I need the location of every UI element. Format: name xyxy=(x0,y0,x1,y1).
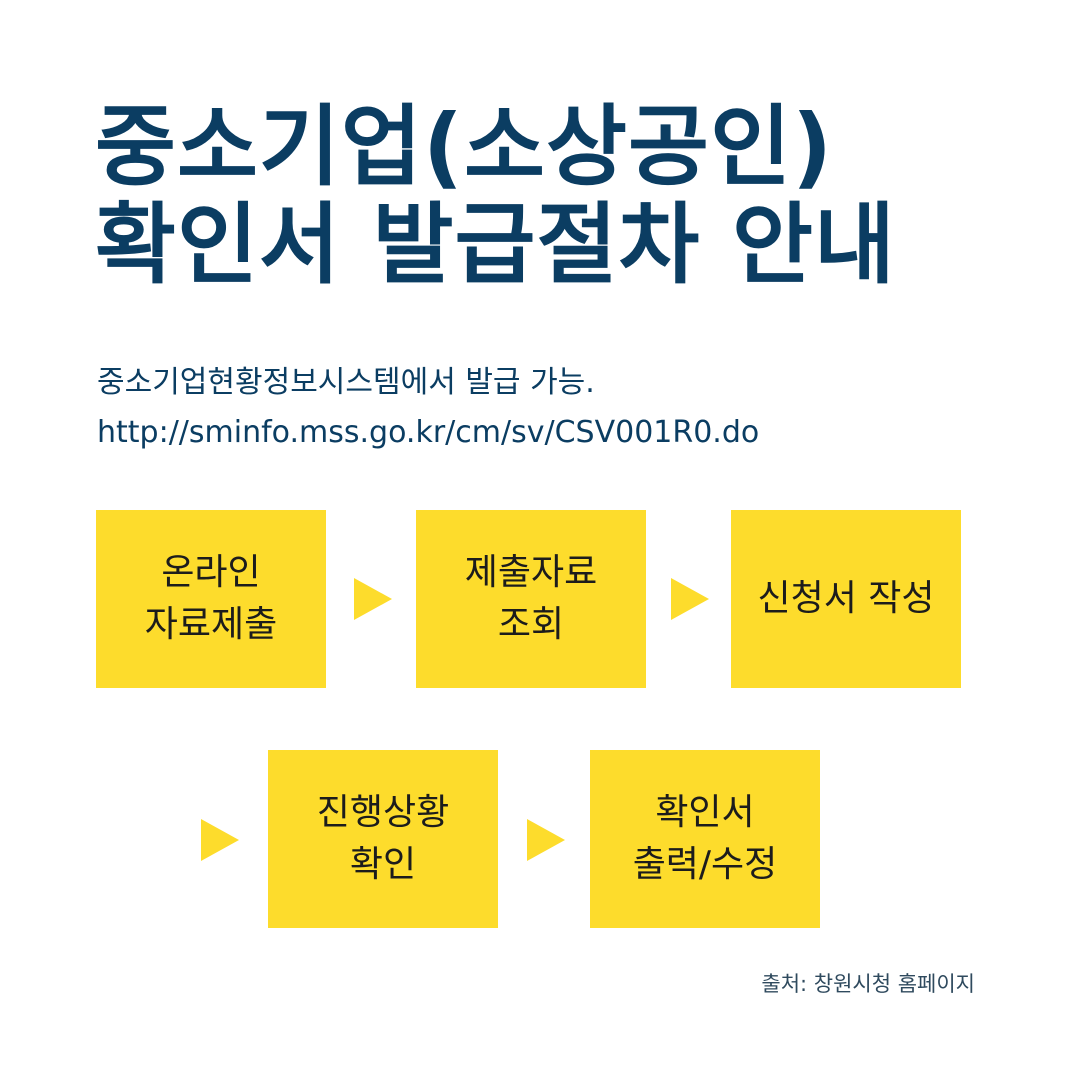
subtitle: 중소기업현황정보시스템에서 발급 가능. http://sminfo.mss.g… xyxy=(97,358,997,458)
step-box-certificate-print: 확인서 출력/수정 xyxy=(590,750,820,928)
step-2-line-1: 제출자료 xyxy=(464,552,598,593)
step-1-line-2: 자료제출 xyxy=(144,604,278,645)
subtitle-description: 중소기업현황정보시스템에서 발급 가능. xyxy=(97,365,595,400)
title-line-2: 확인서 발급절차 안내 xyxy=(95,193,896,296)
step-5-line-2: 출력/수정 xyxy=(632,844,778,885)
step-5-line-1: 확인서 xyxy=(655,792,755,833)
step-2-line-2: 조회 xyxy=(497,604,565,645)
source-caption: 출처: 창원시청 홈페이지 xyxy=(761,972,975,996)
arrow-right-icon xyxy=(671,578,709,620)
arrow-right-icon xyxy=(527,819,565,861)
step-1-line-1: 온라인 xyxy=(161,552,261,593)
step-box-application-write: 신청서 작성 xyxy=(731,510,961,688)
step-box-progress-check: 진행상황 확인 xyxy=(268,750,498,928)
page-title: 중소기업(소상공인) 확인서 발급절차 안내 xyxy=(95,98,1055,294)
step-3-line-1: 신청서 작성 xyxy=(757,578,935,619)
arrow-right-icon xyxy=(201,819,239,861)
title-line-1: 중소기업(소상공인) xyxy=(95,95,834,198)
step-box-submitted-data-lookup: 제출자료 조회 xyxy=(416,510,646,688)
arrow-right-icon xyxy=(354,578,392,620)
step-4-line-2: 확인 xyxy=(349,844,417,885)
step-4-line-1: 진행상황 xyxy=(316,792,450,833)
step-box-online-submit: 온라인 자료제출 xyxy=(96,510,326,688)
subtitle-url: http://sminfo.mss.go.kr/cm/sv/CSV001R0.d… xyxy=(97,415,760,450)
